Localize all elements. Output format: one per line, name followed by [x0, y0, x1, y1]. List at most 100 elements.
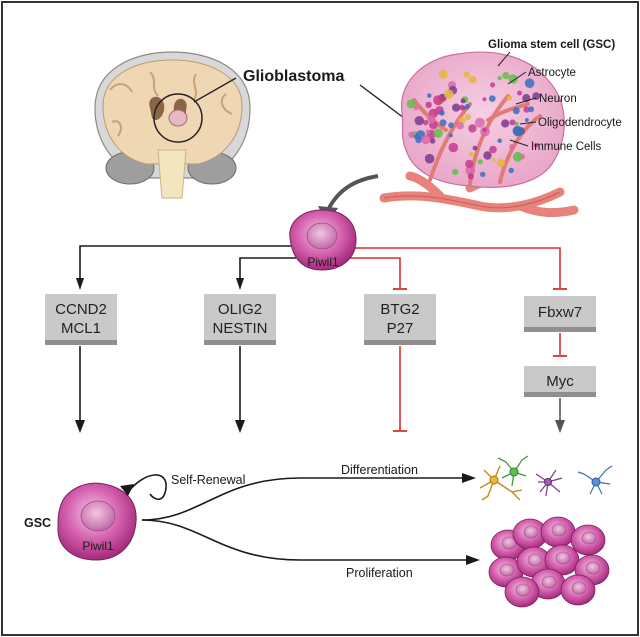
tumor-cell: [533, 143, 539, 148]
tumor-cell: [465, 165, 476, 176]
tumor-cell: [433, 128, 443, 138]
immune-cells-label: Immune Cells: [531, 141, 602, 153]
neuron-pointer: [515, 97, 537, 105]
piwil1-bottom-label: Piwil1: [82, 539, 114, 553]
tumor-cell: [438, 69, 448, 79]
proliferating-cell: [570, 524, 606, 556]
tumor-cell: [509, 119, 516, 126]
tumor-cell: [517, 90, 522, 96]
proliferating-cell: [504, 576, 540, 608]
astrocyte-label: Astrocyte: [528, 67, 576, 79]
tumor-cell: [468, 75, 477, 84]
tumor-cell: [424, 153, 435, 164]
tumor-cell: [444, 89, 454, 99]
tumor-cell: [464, 113, 471, 121]
tumor-cell: [490, 82, 496, 88]
proliferating-cell: [544, 544, 580, 576]
proliferating-cell: [530, 568, 566, 600]
tumor-cell: [467, 173, 474, 180]
tumor-cell: [509, 144, 515, 150]
tumor-cell: [502, 72, 510, 80]
self-renewal-loop: [127, 474, 167, 501]
tumor-cell: [439, 110, 445, 116]
tumor-cell: [483, 151, 492, 160]
tumor-cell: [448, 142, 459, 153]
activation-line-olig2: [239, 257, 296, 283]
glioblastoma-label: Glioblastoma: [243, 68, 344, 85]
differentiated-cells: [479, 455, 613, 501]
tumor-cell-cluster: [406, 69, 541, 180]
tumor-cell: [506, 95, 513, 101]
tumor-cell: [427, 115, 436, 124]
tumor-cell: [425, 129, 431, 134]
tumor-cell: [414, 116, 424, 126]
tumor-cell: [423, 119, 429, 126]
tumor-cell: [465, 159, 474, 168]
box-myc: Myc: [524, 366, 596, 397]
tumor-cell: [439, 119, 447, 127]
tumor-cell: [496, 158, 506, 168]
box-fbxw7: Fbxw7: [524, 296, 596, 332]
tumor-cell: [448, 122, 454, 129]
neuron-label: Neuron: [539, 93, 577, 105]
gene-olig2: OLIG2: [218, 301, 262, 318]
gene-mcl1: MCL1: [61, 320, 101, 337]
tumor-cell: [489, 95, 496, 102]
gsc-pointer: [497, 51, 511, 67]
tumor-cell: [477, 159, 483, 165]
piwil1-cell-top: [289, 209, 357, 271]
tumor-cell: [528, 106, 535, 113]
tumor-cell: [427, 93, 432, 98]
gene-nestin: NESTIN: [212, 320, 267, 337]
proliferating-cell: [560, 574, 596, 606]
differentiation-line: [141, 477, 466, 521]
proliferation-line: [141, 519, 470, 561]
proliferation-label: Proliferation: [346, 566, 413, 580]
tumor-cell: [514, 121, 519, 127]
tumor-cell: [429, 138, 436, 144]
box-olig2-nestin: OLIG2 NESTIN: [204, 294, 276, 345]
immune-pointer: [509, 139, 529, 147]
gene-myc: Myc: [546, 373, 574, 390]
tumor-cell: [452, 103, 461, 112]
proliferating-cell: [540, 516, 576, 548]
gene-fbxw7: Fbxw7: [538, 304, 582, 321]
tumor-cell: [482, 127, 487, 132]
gene-ccnd2: CCND2: [55, 301, 107, 318]
tumor-cell: [464, 103, 471, 110]
inhibition-line-fbxw7: [352, 247, 561, 288]
tumor-cell: [425, 101, 432, 109]
tumor-to-piwil1-arrow: [326, 174, 379, 211]
self-renewal-label: Self-Renewal: [171, 473, 245, 487]
piwil1-top-label: Piwil1: [307, 255, 339, 269]
tumor-cell: [421, 135, 431, 145]
tumor-cell: [413, 105, 419, 111]
activation-line-ccnd2: [79, 245, 300, 283]
glioblastoma-pointer-tumor: [359, 84, 405, 119]
tumor-cell: [480, 171, 486, 178]
inhibition-line-btg2: [350, 257, 401, 288]
oligodendrocyte-label: Oligodendrocyte: [538, 117, 622, 129]
box-btg2-p27: BTG2 P27: [364, 294, 436, 345]
glioblastoma-pointer-brain: [193, 77, 237, 103]
tumor-cell: [512, 125, 523, 136]
tumor-cell: [468, 124, 477, 133]
tumor-cell: [463, 71, 470, 78]
tumor-cell: [501, 119, 510, 128]
tumor-cell: [508, 167, 514, 174]
tumor-cell: [474, 117, 485, 128]
tumor-cell: [482, 97, 487, 102]
tumor-cell: [408, 131, 415, 138]
tumor-cell: [459, 104, 465, 111]
tumor-cell: [508, 74, 518, 84]
tumor-cell: [413, 134, 419, 139]
tumor-cell: [460, 98, 466, 104]
tumor-cell: [489, 145, 497, 154]
oligodendrocyte-pointer: [519, 121, 537, 125]
tumor-cell: [433, 95, 444, 106]
proliferating-cell-cluster: [488, 516, 610, 608]
gene-btg2: BTG2: [380, 301, 419, 318]
tumor-cell: [524, 78, 535, 88]
brain-illustration: [94, 51, 251, 199]
